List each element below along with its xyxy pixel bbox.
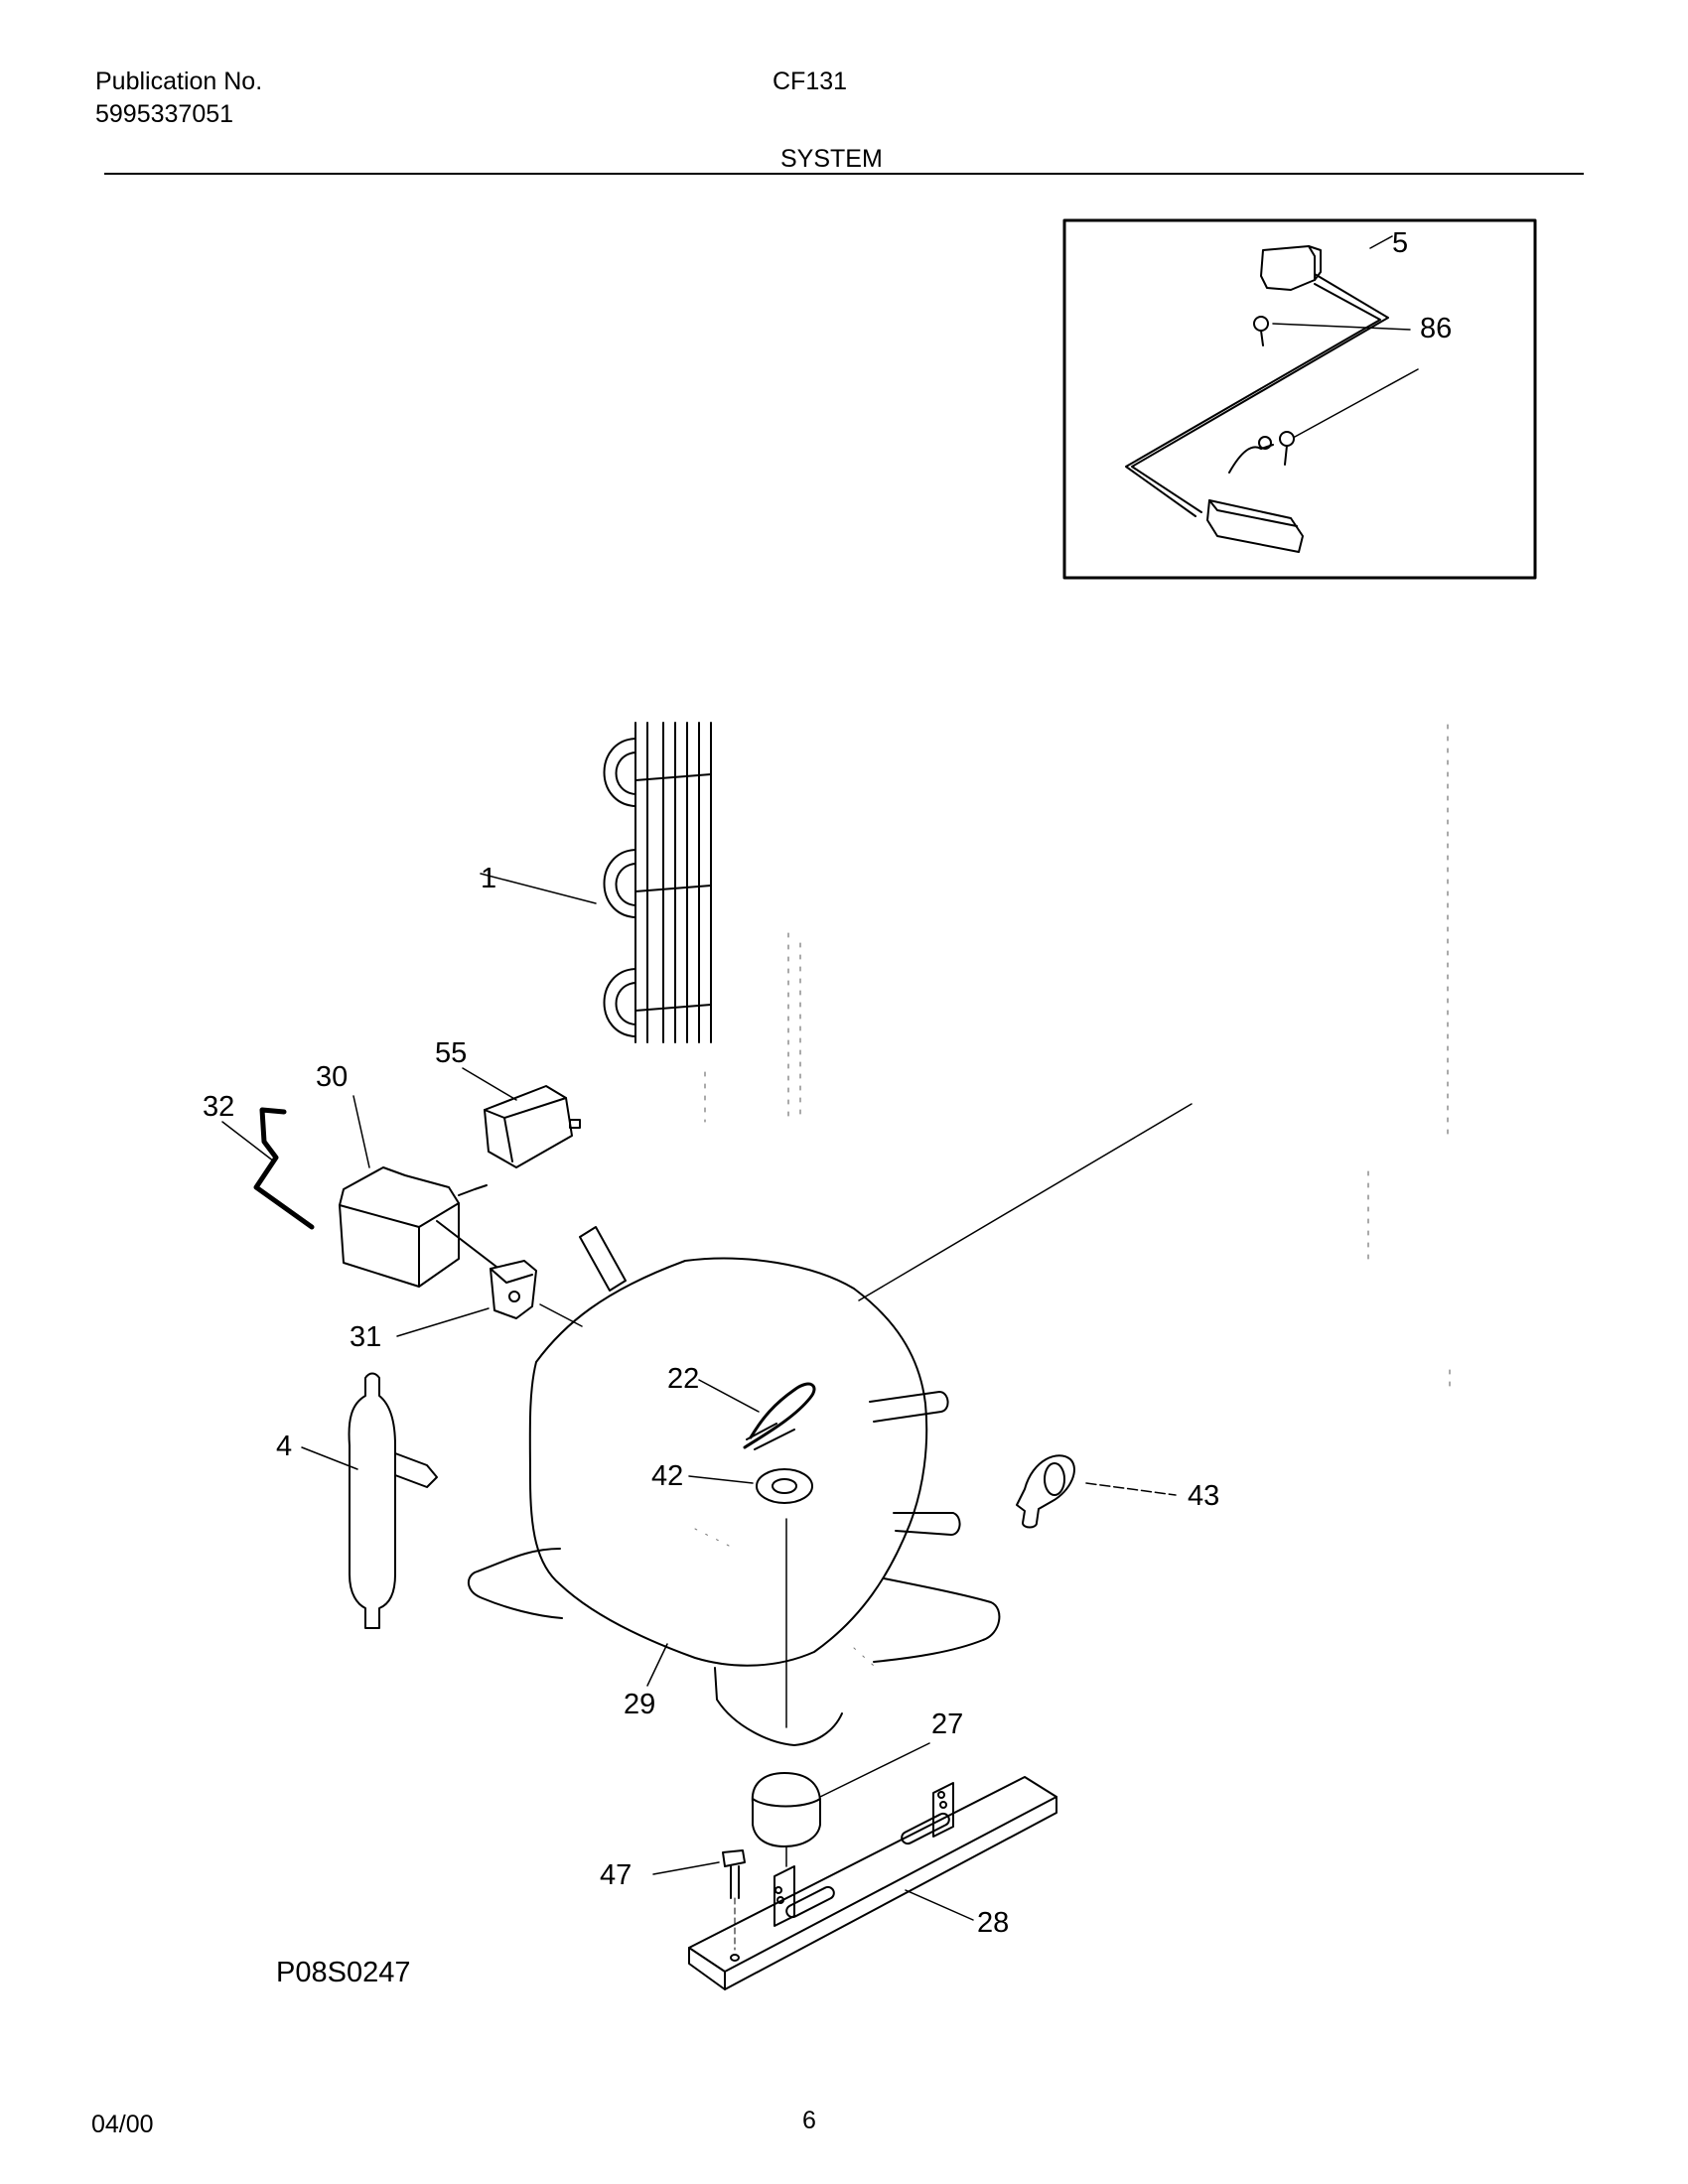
- model-number: CF131: [773, 68, 848, 95]
- page-number: 6: [802, 2107, 816, 2134]
- relay-cover: [462, 1067, 581, 1168]
- header-divider: [104, 173, 1584, 175]
- publication-label: Publication No.: [95, 68, 263, 95]
- overload-wire: [221, 1107, 315, 1230]
- callout-32: 32: [203, 1091, 234, 1123]
- callout-47: 47: [600, 1859, 632, 1891]
- start-relay: [339, 1095, 497, 1288]
- callout-29: 29: [624, 1689, 655, 1720]
- overload-protector: [396, 1260, 583, 1337]
- filter-drier: [301, 1372, 438, 1629]
- inset-frame: [1062, 218, 1537, 580]
- publication-number: 5995337051: [95, 100, 234, 128]
- callout-86: 86: [1420, 313, 1452, 344]
- callout-22: 22: [667, 1363, 699, 1395]
- inset-thermistor-harness: [1125, 235, 1419, 553]
- callout-55: 55: [435, 1037, 467, 1069]
- callout-4: 4: [276, 1431, 292, 1462]
- callout-5: 5: [1392, 227, 1408, 259]
- callout-28: 28: [977, 1907, 1009, 1939]
- section-title: SYSTEM: [780, 145, 883, 173]
- tube-clamp: [1016, 1454, 1177, 1529]
- condenser-coil: [480, 722, 712, 1043]
- callout-27: 27: [931, 1708, 963, 1740]
- compressor: [467, 1226, 1001, 1746]
- footer-date: 04/00: [91, 2111, 154, 2138]
- figure-code: P08S0247: [276, 1957, 410, 1988]
- rubber-grommet: [751, 1742, 930, 1867]
- callout-1: 1: [481, 863, 496, 894]
- callout-43: 43: [1188, 1480, 1219, 1512]
- callout-31: 31: [350, 1321, 381, 1353]
- callout-42: 42: [651, 1460, 683, 1492]
- callout-30: 30: [316, 1061, 348, 1093]
- compressor-mount-rail: [688, 1776, 1057, 1990]
- mounting-bolt: [652, 1849, 746, 1962]
